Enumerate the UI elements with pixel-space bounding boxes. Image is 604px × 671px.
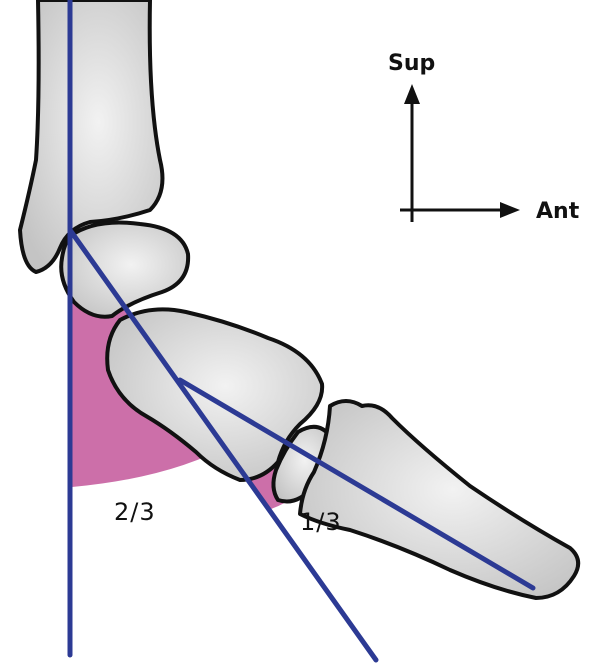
- anterior-fraction-label: 1/3: [300, 508, 342, 536]
- posterior-fraction-label: 2/3: [114, 498, 156, 526]
- anterior-label: Ant: [536, 199, 580, 224]
- right-arrow-icon: [500, 202, 520, 218]
- metatarsal-bone: [300, 401, 578, 598]
- up-arrow-icon: [404, 84, 420, 104]
- orientation-indicator: [400, 84, 520, 222]
- superior-label: Sup: [388, 51, 435, 76]
